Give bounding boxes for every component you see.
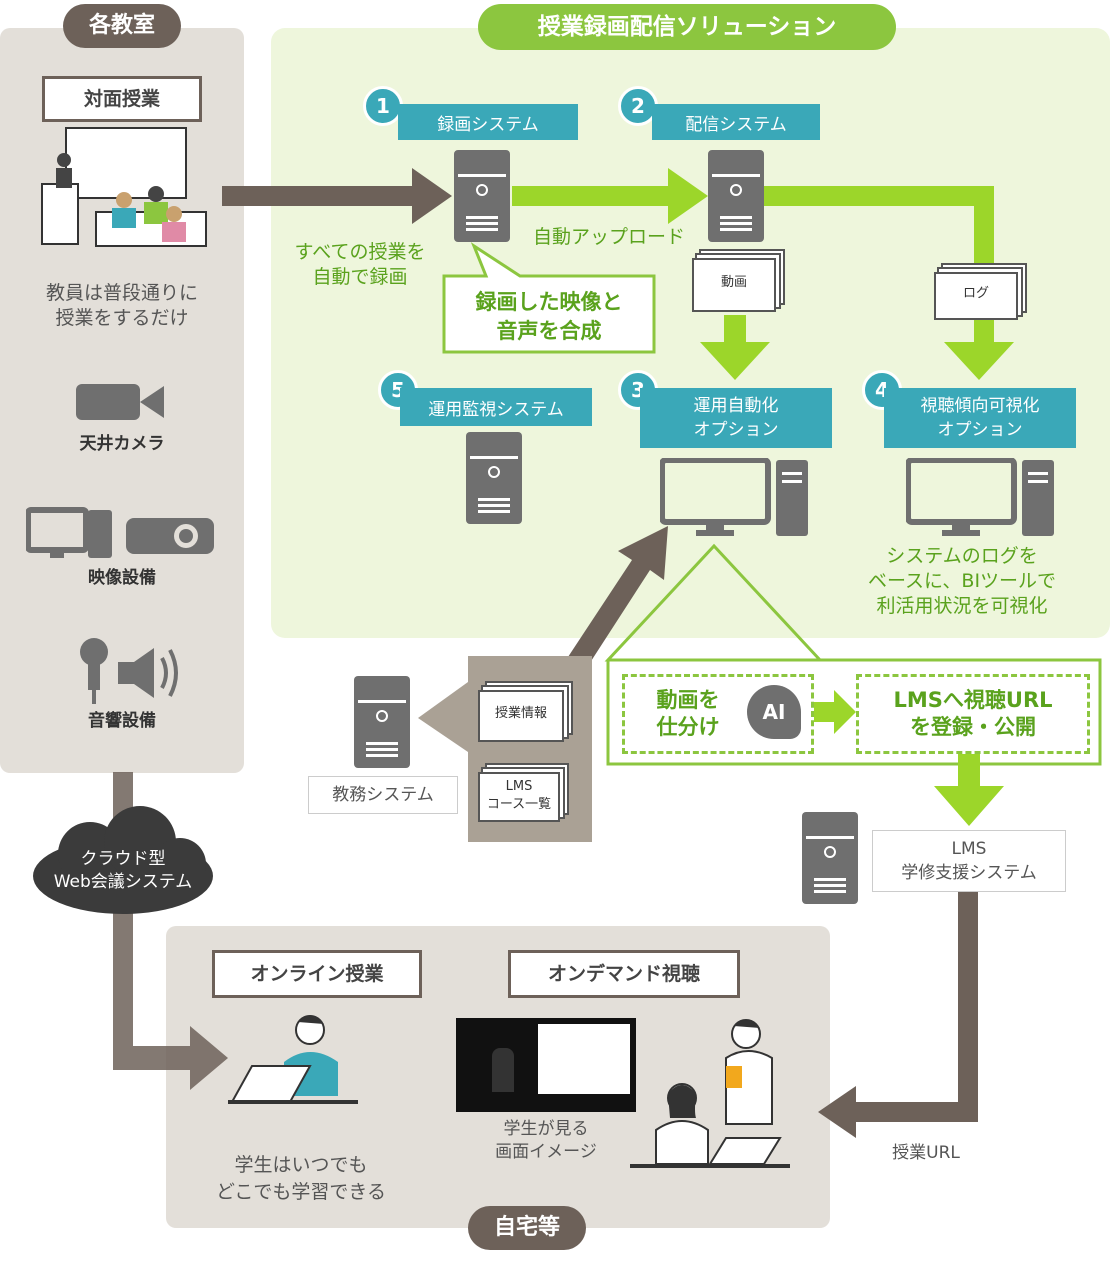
- ai-label: AI: [762, 700, 786, 724]
- academic-server-icon: [354, 676, 410, 768]
- screen-image: [456, 1018, 636, 1112]
- system-1-label: 録画システム: [398, 104, 578, 140]
- solution-title: 授業録画配信ソリューション: [478, 4, 896, 50]
- online-student-illustration: [228, 1015, 358, 1104]
- sort-video-text: 動画を 仕分け: [656, 688, 720, 739]
- line-to-log: [764, 186, 994, 350]
- arrow-log-down: [944, 342, 1014, 380]
- lms-course-document: LMS コース一覧: [478, 772, 560, 822]
- ondemand-students-illustration: [630, 1019, 790, 1168]
- visualization-pc-icon: [906, 458, 1054, 536]
- arrow-recording-to-distribution: [512, 168, 708, 224]
- class-url-label: 授業URL: [892, 1143, 960, 1163]
- system-4-label: 視聴傾向可視化 オプション: [884, 388, 1076, 448]
- academic-pointer: [418, 682, 468, 752]
- home-title: 自宅等: [468, 1206, 586, 1250]
- log-document-label: ログ: [962, 286, 989, 301]
- lms-server-icon: [802, 812, 858, 904]
- lms-label: LMS 学修支援システム: [872, 830, 1066, 892]
- video-document: 動画: [692, 258, 776, 312]
- video-document-label: 動画: [720, 275, 747, 290]
- sort-video-box: 動画を 仕分け AI: [622, 674, 814, 754]
- auto-upload-text: 自動アップロード: [532, 226, 685, 248]
- online-class-label: オンライン授業: [212, 950, 422, 998]
- ai-head-icon: AI: [747, 685, 801, 739]
- camera-icon: [76, 384, 164, 420]
- automation-pc-icon: [660, 458, 808, 536]
- screen-slide: [538, 1024, 630, 1094]
- arrow-video-down: [700, 342, 770, 380]
- arrow-academic-to-automation: [566, 526, 668, 672]
- camera-label: 天井カメラ: [79, 434, 165, 454]
- system-1-number: 1: [363, 86, 403, 126]
- video-equipment-icon: [26, 507, 214, 558]
- system-2-number: 2: [618, 86, 658, 126]
- lecture-illustration: [41, 127, 207, 247]
- audio-equipment-icon: [80, 638, 178, 704]
- student-caption: 学生はいつでも どこでも学習できる: [215, 1154, 387, 1203]
- composite-text: 録画した映像と 音声を合成: [475, 290, 623, 343]
- arrow-ai-to-lms: [812, 690, 856, 734]
- face-to-face-label: 対面授業: [42, 76, 202, 122]
- on-demand-label: オンデマンド視聴: [508, 950, 740, 998]
- video-equipment-label: 映像設備: [88, 568, 156, 588]
- cloud-icon: [33, 806, 213, 914]
- bi-caption: システムのログを ベースに、BIツールで 利活用状況を可視化: [867, 545, 1057, 617]
- arrow-classroom-to-recording: [222, 168, 452, 224]
- system-3-label: 運用自動化 オプション: [640, 388, 832, 448]
- academic-system-label: 教務システム: [308, 776, 458, 814]
- screen-caption: 学生が見る 画面イメージ: [495, 1119, 597, 1162]
- register-box: LMSへ視聴URL を登録・公開: [856, 674, 1090, 754]
- composite-bubble: [442, 242, 656, 354]
- auto-record-text: すべての授業を 自動で録画: [294, 241, 426, 288]
- log-document: ログ: [934, 272, 1018, 320]
- register-text: LMSへ視聴URL を登録・公開: [893, 688, 1053, 739]
- arrow-lms-to-home: [818, 892, 978, 1138]
- system-2-label: 配信システム: [652, 104, 820, 140]
- cloud-label: クラウド型 Web会議システム: [53, 849, 193, 892]
- class-info-document: 授業情報: [478, 690, 564, 742]
- distribution-server-icon: [708, 150, 764, 242]
- classroom-title: 各教室: [63, 4, 181, 48]
- audio-equipment-label: 音響設備: [88, 711, 156, 731]
- recording-server-icon: [454, 150, 510, 242]
- arrow-register-down: [934, 786, 1004, 826]
- classroom-caption: 教員は普段通りに 授業をするだけ: [45, 282, 198, 329]
- class-info-label: 授業情報: [494, 706, 547, 721]
- system-5-label: 運用監視システム: [400, 388, 592, 426]
- monitoring-server-icon: [466, 432, 522, 524]
- screen-presenter: [492, 1048, 514, 1092]
- arrow-cloud-to-home: [113, 772, 228, 1090]
